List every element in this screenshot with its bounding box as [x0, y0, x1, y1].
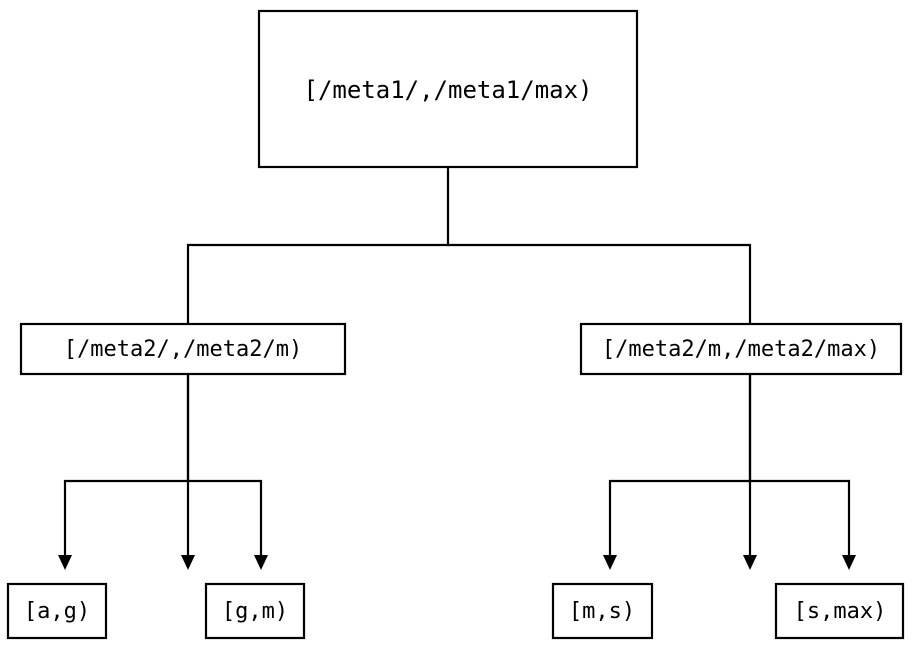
node-leaf-2-label: [g,m) [222, 599, 288, 624]
node-leaf-3-box[interactable] [551, 582, 654, 640]
node-leaf-3[interactable]: [m,s) [551, 582, 654, 640]
node-root[interactable]: [/meta1/,/meta1/max) [257, 9, 639, 169]
arrowhead-icon-mid-left-leaf-1 [58, 555, 72, 570]
node-leaf-4-box[interactable] [774, 582, 905, 640]
node-root-label: [/meta1/,/meta1/max) [304, 76, 593, 104]
node-mid-right[interactable]: [/meta2/m,/meta2/max) [579, 322, 903, 376]
edge-line-mid-right-leaf-4 [750, 479, 851, 556]
edge-line-mid-right-leaf-3 [608, 374, 752, 556]
arrowhead-icon-mid-right-leaf-4 [842, 555, 856, 570]
arrowhead-icon-root-mid-left [181, 555, 195, 570]
edge-root-to-mid-right [448, 243, 757, 570]
node-leaf-2[interactable]: [g,m) [204, 582, 306, 640]
arrowhead-icon-mid-right-leaf-3 [603, 555, 617, 570]
node-leaf-4[interactable]: [s,max) [774, 582, 905, 640]
edge-line-root-mid-right [448, 243, 752, 556]
edge-line-mid-left-leaf-2 [188, 479, 263, 556]
node-leaf-2-box[interactable] [204, 582, 306, 640]
edge-mid-left-to-leaf-1 [58, 374, 190, 570]
node-leaf-1-box[interactable] [6, 582, 108, 640]
node-mid-left[interactable]: [/meta2/,/meta2/m) [19, 322, 347, 376]
node-mid-right-box[interactable] [579, 322, 903, 376]
edge-mid-right-to-leaf-4 [750, 479, 856, 570]
edge-mid-left-to-leaf-2 [188, 479, 268, 570]
node-leaf-4-label: [s,max) [794, 599, 887, 624]
node-root-box[interactable] [257, 9, 639, 169]
node-mid-left-label: [/meta2/,/meta2/m) [64, 337, 302, 362]
node-leaf-1-label: [a,g) [24, 599, 90, 624]
edge-line-mid-left-leaf-1 [63, 374, 190, 556]
node-mid-left-box[interactable] [19, 322, 347, 376]
arrowhead-icon-mid-left-leaf-2 [254, 555, 268, 570]
node-leaf-3-label: [m,s) [569, 599, 635, 624]
arrowhead-icon-root-mid-right [743, 555, 757, 570]
node-mid-right-label: [/meta2/m,/meta2/max) [602, 337, 880, 362]
node-leaf-1[interactable]: [a,g) [6, 582, 108, 640]
edge-mid-right-to-leaf-3 [603, 374, 752, 570]
